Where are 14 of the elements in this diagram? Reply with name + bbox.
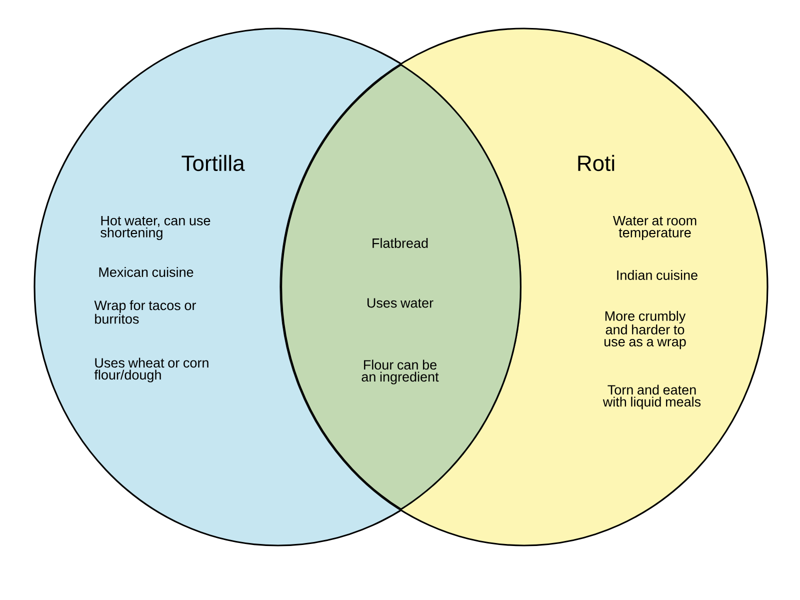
set-title: Roti bbox=[578, 154, 614, 172]
item-text: Uses wheat or corn flour/dough bbox=[94, 358, 208, 382]
item-text: Torn and eaten with liquid meals bbox=[602, 384, 701, 410]
item-text: Wrap for tacos or burritos bbox=[94, 300, 196, 324]
set-title: Tortilla bbox=[182, 154, 245, 172]
item-text: Flour can be an ingredient bbox=[362, 360, 439, 384]
venn-circle bbox=[280, 28, 768, 546]
item-text: Hot water, can use shortening bbox=[100, 216, 210, 240]
item-text: Uses water bbox=[368, 298, 434, 308]
item-text: Mexican cuisine bbox=[99, 267, 194, 277]
item-text: Flatbread bbox=[372, 238, 428, 248]
item-text: Water at room temperature bbox=[612, 216, 696, 240]
item-text: More crumbly and harder to use as a wrap bbox=[604, 310, 686, 350]
item-text: Indian cuisine bbox=[617, 270, 698, 280]
